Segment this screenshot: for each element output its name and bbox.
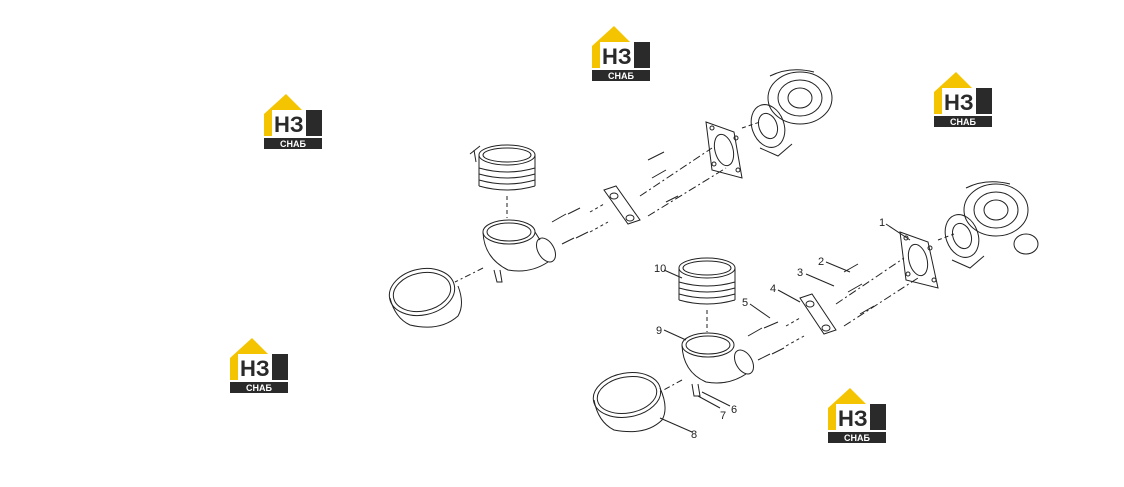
callout-8: 8: [691, 429, 697, 441]
clamp-plate: [603, 185, 641, 225]
watermark-logo: НЗ СНАБ: [262, 92, 324, 150]
callout-10: 10: [654, 263, 666, 275]
logo-subtext: СНАБ: [950, 117, 976, 127]
logo-text: НЗ: [944, 90, 974, 115]
watermark-logo: НЗ СНАБ: [932, 70, 994, 128]
callout-4: 4: [770, 283, 776, 295]
bellows-sleeve: [678, 257, 736, 305]
logo-text: НЗ: [274, 112, 304, 137]
callout-5: 5: [742, 297, 748, 309]
long-pipe: [639, 121, 743, 217]
logo-subtext: СНАБ: [280, 139, 306, 149]
long-pipe: [835, 231, 939, 327]
watermark-logo: НЗ СНАБ: [228, 336, 290, 394]
assembly-upper: [388, 69, 833, 328]
clamp-plate: [799, 293, 837, 335]
outer-elbow-shell: [592, 372, 666, 433]
logo-subtext: СНАБ: [246, 383, 272, 393]
bolts-upper: [551, 151, 679, 245]
logo-text: НЗ: [602, 44, 632, 69]
callout-2: 2: [818, 256, 824, 268]
callout-3: 3: [797, 267, 803, 279]
elbow-pipe: [681, 332, 754, 397]
callout-6: 6: [731, 404, 737, 416]
bolts-lower: [747, 263, 875, 361]
turbocharger-lower: [937, 181, 1039, 269]
logo-text: НЗ: [838, 406, 868, 431]
watermark-logo: НЗ СНАБ: [590, 24, 652, 82]
logo-subtext: СНАБ: [844, 433, 870, 443]
outer-elbow-shell: [388, 267, 462, 328]
watermark-logo: НЗ СНАБ: [826, 386, 888, 444]
callout-labels: 1 2 3 4 5 6 7 8 9 10: [654, 217, 885, 441]
elbow-pipe: [482, 219, 556, 283]
turbocharger-upper: [741, 69, 833, 157]
callout-7: 7: [720, 410, 726, 422]
bellows-sleeve: [469, 144, 536, 191]
callout-9: 9: [656, 325, 662, 337]
logo-text: НЗ: [240, 356, 270, 381]
leader-lines: [659, 223, 911, 433]
logo-subtext: СНАБ: [608, 71, 634, 81]
callout-1: 1: [879, 217, 885, 229]
assembly-lower: [592, 181, 1039, 433]
